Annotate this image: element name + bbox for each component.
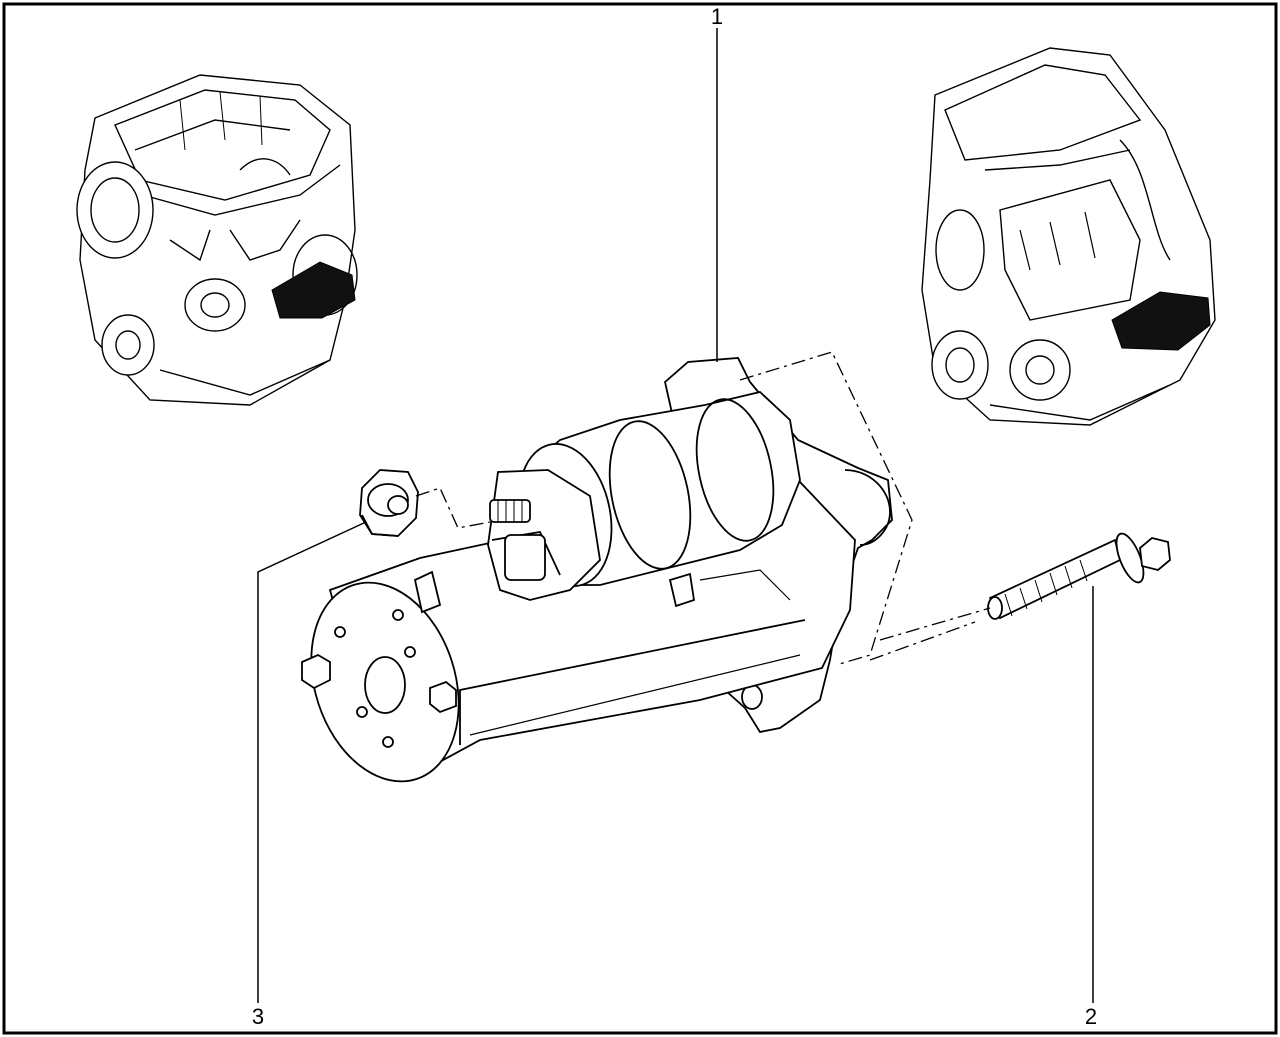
- leader-line-3: [257, 521, 367, 1003]
- engine-overview-right: [921, 47, 1216, 426]
- bolt-part-2: [987, 532, 1171, 620]
- alignment-lines: [415, 351, 991, 666]
- starter-motor: [301, 357, 893, 783]
- callout-1: 1: [711, 4, 723, 29]
- engine-overview-left: [76, 74, 358, 406]
- starter-highlight-right: [1111, 291, 1211, 351]
- callout-2: 2: [1085, 1004, 1097, 1029]
- nut-part-3: [359, 469, 419, 537]
- leader-lines: [257, 28, 1094, 1003]
- callout-3: 3: [252, 1004, 264, 1029]
- starter-highlight-left: [271, 261, 356, 319]
